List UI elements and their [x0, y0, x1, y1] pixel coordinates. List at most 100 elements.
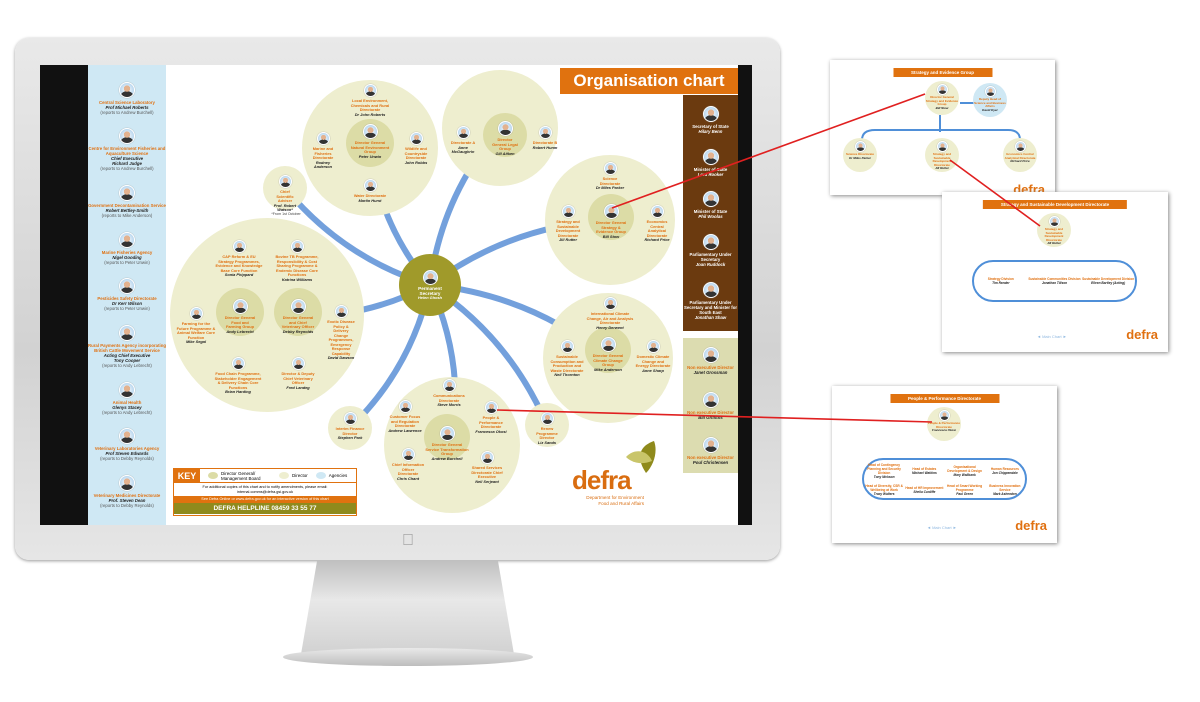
person-title: Non executive Director [687, 409, 734, 415]
org-node[interactable]: Domestic Climate Change and Energy Direc… [635, 340, 671, 373]
org-node[interactable]: Economics Central Analytical Directorate… [641, 205, 673, 243]
node-title: Director General Service Transformation … [425, 442, 469, 456]
org-node[interactable]: Sustainable Consumption and Production a… [549, 340, 585, 378]
node-title: People & Performance Directorate [479, 415, 503, 429]
person-reports: (reports to Andrew Burchell) [100, 166, 154, 172]
node-name: Helen Ghosh [418, 295, 442, 300]
person-photo-icon [316, 132, 330, 145]
main-chart-link[interactable]: ◄ Main Chart ► [927, 525, 957, 530]
node-name: Jill Rutter [559, 237, 577, 242]
panel-node[interactable]: Strategy and Sustainable Development Dir… [925, 138, 959, 172]
person-photo-icon [363, 179, 377, 192]
person-photo-icon [290, 299, 306, 314]
org-node[interactable]: CAP Reform & EU Strategy Programmes, Evi… [215, 240, 263, 278]
panel-node[interactable]: Director General Strategy and Evidence G… [925, 81, 959, 115]
org-node[interactable]: International Climate Change, Air and An… [584, 297, 636, 330]
panel-node[interactable]: Economics Central Analytical Directorate… [1003, 138, 1037, 172]
person-photo-icon [409, 132, 423, 145]
person-photo-icon [442, 379, 456, 392]
node-name: Prof. Robert Watson* [273, 202, 297, 212]
org-node[interactable]: Strategy and Sustainable Development Dir… [554, 205, 582, 243]
division-name: Jonathan Tillson [1041, 281, 1068, 285]
division-item[interactable]: Head of Diversity, CSR & Wellbeing at Wo… [864, 484, 904, 496]
person-photo-icon [936, 84, 948, 95]
person-photo-icon [702, 346, 719, 363]
org-node[interactable]: Food Chain Programme, Stakeholder Engage… [214, 357, 262, 395]
person-photo-icon [938, 410, 950, 421]
node-name: Andrew Lawrence [388, 427, 422, 433]
org-node[interactable]: Farming for the Future Programme & Anima… [176, 307, 216, 345]
person-photo-icon [422, 270, 438, 285]
person-card: Rural Payments Agency incorporating Brit… [88, 325, 166, 368]
division-title: Sustainable Communities Division [1028, 277, 1081, 281]
division-item[interactable]: Head of Contingency Planning and Securit… [864, 463, 904, 479]
node-title: Director General Climate Change Group [592, 353, 624, 367]
org-node[interactable]: Director General and Chief Veterinary Of… [280, 299, 316, 334]
panel-node[interactable]: Strategy and Sustainable Development Dir… [1037, 213, 1071, 247]
node-name: Andrew Burchell [431, 455, 463, 461]
org-node[interactable]: Director General Strategy & Evidence Gro… [594, 204, 628, 239]
org-node[interactable]: Director & Deputy Chief Veterinary Offic… [278, 357, 318, 390]
org-node[interactable]: Bovine TB Programme, Responsibility & Co… [273, 240, 321, 282]
org-node[interactable]: Customer Focus and Regulation Directorat… [388, 400, 422, 433]
person-name: Joan Ruddock [695, 262, 726, 268]
main-chart-link[interactable]: ◄ Main Chart ► [1037, 334, 1067, 339]
node-title: Strategy and Sustainable Development Dir… [1044, 227, 1064, 242]
key-email-link[interactable]: internal.comms@defra.gsi.gov.uk [236, 489, 294, 494]
division-title: Organisational Development & Design [947, 464, 982, 473]
division-name: Mary Wallbank [953, 472, 976, 477]
person-title: Rural Payments Agency incorporating Brit… [88, 343, 166, 354]
node-name: Dr Miles Parker [849, 155, 871, 160]
node-name: Debby Reynolds [282, 328, 314, 334]
org-node[interactable]: Shared Services Directorate Chief Execut… [470, 451, 504, 484]
cluster-chief-scientist [263, 166, 307, 210]
panel-defra-logo: defra [1015, 518, 1047, 533]
division-name: Mark Ashenden [993, 491, 1017, 496]
person-title: Veterinary Laboratories Agency [94, 446, 160, 452]
person-title: Non executive Director [687, 454, 734, 460]
org-node[interactable]: Director General Service Transformation … [425, 426, 469, 461]
defra-leaf-icon [626, 441, 656, 473]
org-node[interactable]: Director General Natural Environment Gro… [350, 124, 390, 159]
node-name: Katrina Williams [281, 276, 313, 282]
person-reports: (reports to Mike Anderson) [101, 213, 153, 219]
panel-node[interactable]: Deputy Head of Science and Business Affa… [973, 83, 1007, 117]
node-title: Shared Services Directorate Chief Execut… [471, 465, 503, 479]
monitor-stand-base [283, 648, 533, 666]
org-node[interactable]: Local Environment, Chemicals and Rural D… [343, 84, 398, 117]
node-title: Water Directorate [353, 193, 387, 198]
org-node[interactable]: Exotic Disease Policy & Delivery Change … [326, 305, 356, 361]
